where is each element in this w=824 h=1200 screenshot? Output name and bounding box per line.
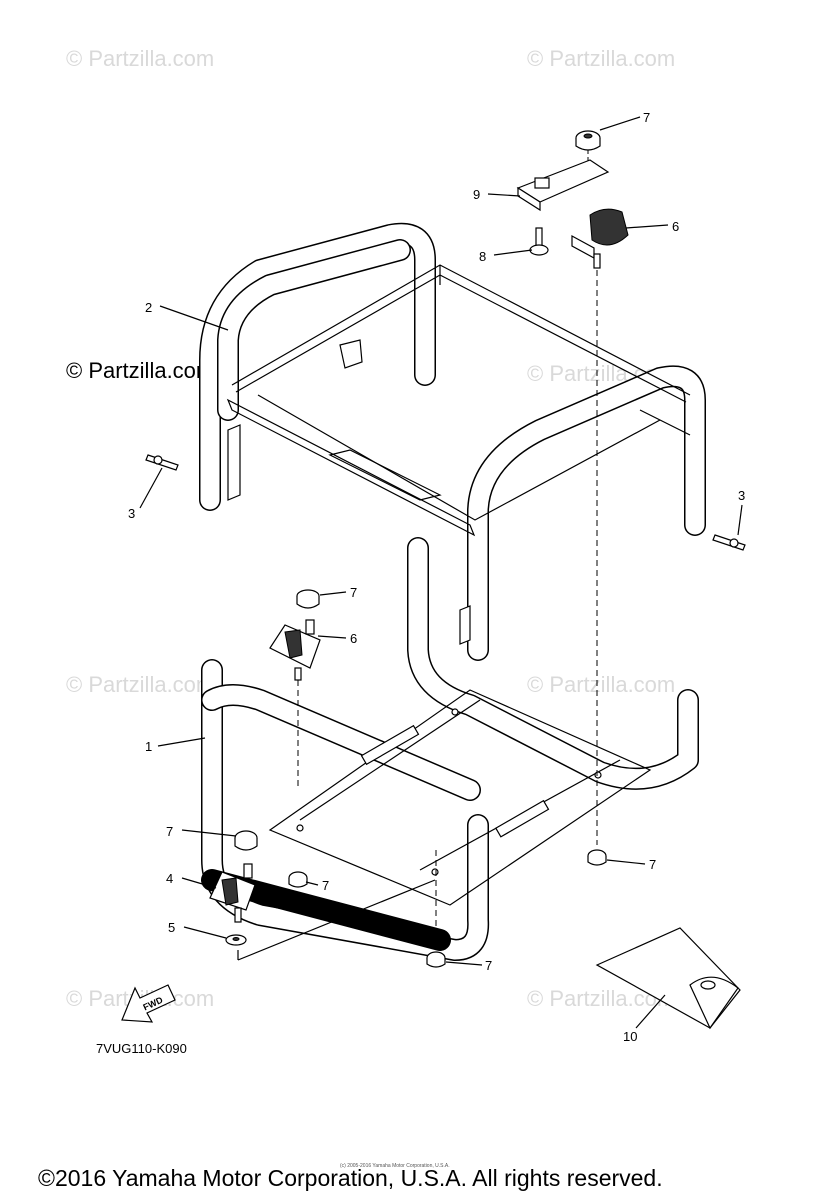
- callout-6: 6: [672, 219, 679, 234]
- nut-top[interactable]: [575, 130, 601, 151]
- pin-right[interactable]: [712, 534, 746, 551]
- washer[interactable]: [225, 934, 247, 946]
- callout-7: 7: [643, 110, 650, 125]
- callout-1: 1: [145, 739, 152, 754]
- callout-7: 7: [322, 878, 329, 893]
- callout-4: 4: [166, 871, 173, 886]
- watermark: © Partzilla.com: [527, 672, 676, 697]
- callout-7: 7: [350, 585, 357, 600]
- fwd-arrow: FWD: [121, 984, 176, 1023]
- tiny-copyright: (c) 2005-2016 Yamaha Motor Corporation, …: [340, 1163, 450, 1169]
- nut-lower-right[interactable]: [587, 849, 607, 866]
- diagram-code: 7VUG110-K090: [96, 1041, 187, 1056]
- rubber-mount-middle[interactable]: [269, 619, 321, 681]
- callout-10: 10: [623, 1029, 637, 1044]
- tool-bag[interactable]: [595, 927, 741, 1030]
- copyright-notice: ©2016 Yamaha Motor Corporation, U.S.A. A…: [38, 1165, 663, 1191]
- callout-3: 3: [738, 488, 745, 503]
- watermark: © Partzilla.com: [527, 46, 676, 71]
- bolt[interactable]: [529, 227, 549, 256]
- pin-left[interactable]: [145, 454, 179, 471]
- watermark: © Partzilla.com: [66, 672, 215, 697]
- lower-frame[interactable]: [201, 537, 699, 961]
- callout-7: 7: [485, 958, 492, 973]
- callout-3: 3: [128, 506, 135, 521]
- upper-frame[interactable]: [199, 222, 706, 661]
- callout-7: 7: [649, 857, 656, 872]
- nut-lower-left[interactable]: [234, 830, 258, 851]
- callout-6: 6: [350, 631, 357, 646]
- callout-5: 5: [168, 920, 175, 935]
- callout-2: 2: [145, 300, 152, 315]
- bracket-plate[interactable]: [516, 159, 610, 212]
- watermark: © Partzilla.com: [66, 46, 215, 71]
- rubber-mount-lower[interactable]: [209, 863, 256, 923]
- nut-lower-mid[interactable]: [288, 871, 308, 888]
- watermark-main: © Partzilla.com: [66, 358, 215, 383]
- callout-7: 7: [166, 824, 173, 839]
- callout-8: 8: [479, 249, 486, 264]
- nut-lower-bottom[interactable]: [426, 951, 446, 968]
- nut-middle[interactable]: [296, 589, 320, 609]
- callout-9: 9: [473, 187, 480, 202]
- rubber-mount-upper[interactable]: [571, 208, 629, 269]
